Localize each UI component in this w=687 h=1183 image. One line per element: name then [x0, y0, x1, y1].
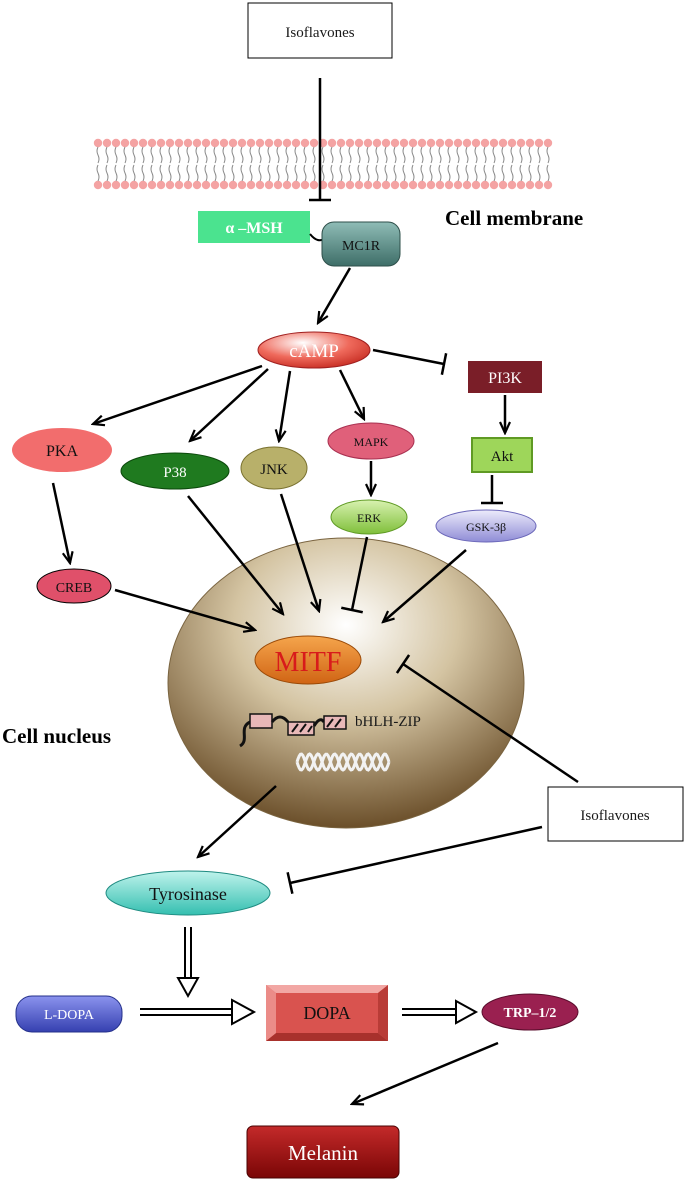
isoflavones-top-box[interactable] [247, 2, 393, 59]
melanin-node[interactable] [246, 1125, 400, 1179]
mc1r-label: MC1R [342, 239, 381, 254]
trp-to-melanin-arrow [352, 1041, 499, 1104]
camp-inhibits-pi3k [372, 348, 448, 376]
mc1r-receptor[interactable] [321, 221, 401, 267]
pi3k-label: PI3K [488, 370, 522, 387]
jnk-to-mitf-arrow [279, 493, 319, 611]
alpha-msh-label: α –MSH [225, 220, 283, 237]
mapk-node[interactable] [327, 422, 415, 460]
pka-node[interactable] [12, 428, 112, 472]
melanin-label: Melanin [288, 1141, 358, 1165]
mc1r-to-camp-arrow [318, 267, 352, 323]
tyrosinase-label: Tyrosinase [149, 884, 227, 904]
camp-to-p38-arrow [190, 368, 269, 441]
jnk-node[interactable] [240, 446, 308, 490]
tyrosinase-node[interactable] [105, 870, 271, 916]
l-dopa-label: L-DOPA [44, 1008, 95, 1023]
ldopa-to-dopa-hollow-arrow [140, 998, 257, 1026]
camp-node[interactable] [257, 331, 371, 369]
creb-node[interactable] [36, 568, 112, 604]
p38-node[interactable] [120, 452, 230, 490]
tyrosinase-catalysis-hollow-arrow [176, 927, 200, 999]
camp-to-pka-arrow [93, 364, 263, 424]
pka-to-creb-arrow [51, 482, 70, 563]
dopa-to-trp-hollow-arrow [402, 999, 479, 1025]
jnk-label: JNK [260, 462, 288, 478]
isoflavones-right-box[interactable] [547, 786, 684, 842]
akt-box[interactable] [471, 437, 533, 473]
dopa-label: DOPA [303, 1003, 350, 1023]
creb-to-mitf-arrow [114, 588, 255, 630]
camp-to-mapk-arrow [338, 369, 364, 419]
nucleus-to-tyrosinase-arrow [198, 785, 277, 857]
pka-label: PKA [46, 443, 78, 460]
trp-label: TRP–1/2 [504, 1006, 557, 1021]
camp-to-jnk-arrow [279, 370, 292, 441]
mitf-node[interactable] [254, 635, 362, 685]
gsk3b-to-mitf-arrow [383, 549, 467, 622]
dna-helix-icon [295, 752, 391, 772]
isoflavones-right-label: Isoflavones [580, 808, 649, 824]
trp-node[interactable] [481, 993, 579, 1031]
cell-nucleus-body [167, 537, 525, 829]
bhlh-zip-motif-icon [239, 713, 347, 748]
l-dopa-node[interactable] [15, 995, 123, 1033]
isoflavones-top-label: Isoflavones [285, 25, 354, 41]
mapk-label: MAPK [354, 435, 389, 449]
mitf-label: MITF [275, 647, 342, 678]
creb-label: CREB [56, 581, 93, 596]
erk-label: ERK [357, 511, 381, 525]
isoflavones-inhibits-mitf [395, 654, 579, 784]
cell-membrane-bilayer [93, 138, 553, 190]
alpha-msh-box[interactable] [198, 211, 310, 243]
erk-node[interactable] [330, 499, 408, 535]
camp-label: cAMP [289, 341, 339, 362]
gsk3b-label: GSK-3β [466, 520, 506, 534]
p38-label: P38 [163, 465, 186, 481]
isoflavones-inhibits-tyrosinase [286, 825, 543, 895]
cell-nucleus-label: Cell nucleus [2, 724, 111, 748]
erk-inhibits-mitf [340, 536, 369, 614]
p38-to-mitf-arrow [187, 495, 283, 614]
gsk3b-node[interactable] [435, 509, 537, 543]
akt-label: Akt [491, 449, 514, 465]
bhlh-zip-label: bHLH-ZIP [355, 714, 421, 730]
pi3k-box[interactable] [468, 361, 542, 393]
cell-membrane-label: Cell membrane [445, 206, 583, 230]
dopa-node[interactable] [266, 985, 388, 1041]
